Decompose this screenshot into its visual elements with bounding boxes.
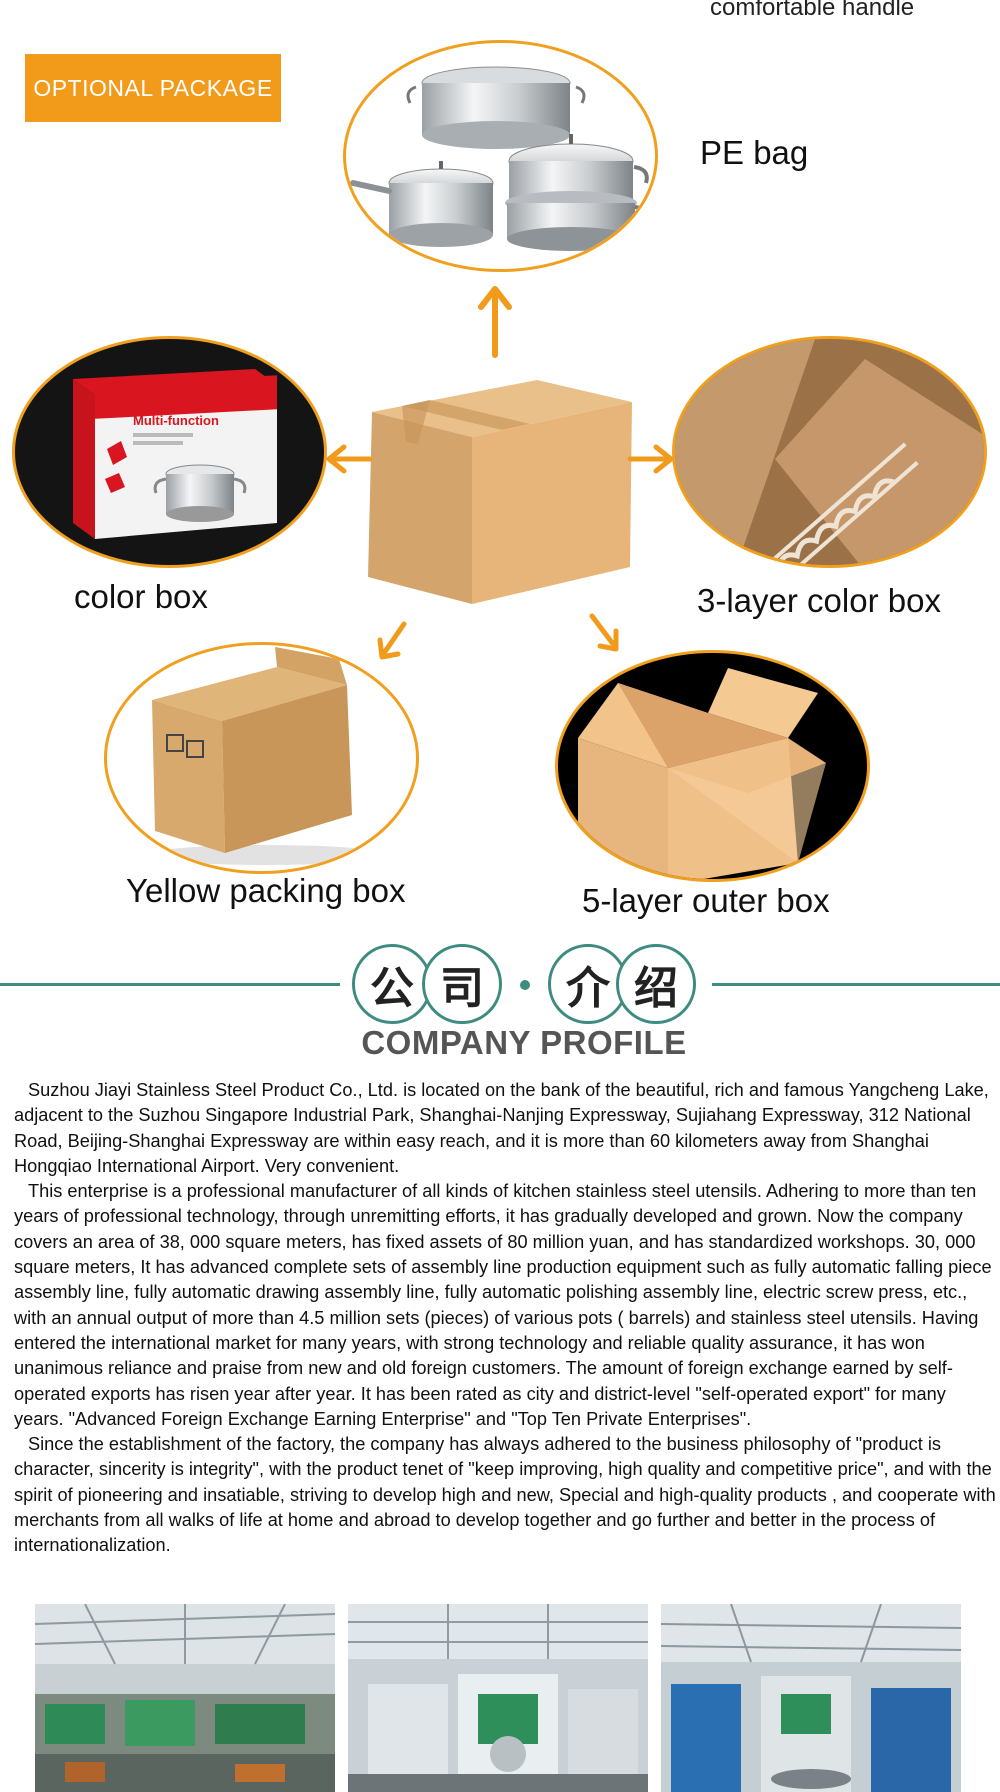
title-char-3: 介 — [548, 944, 628, 1024]
five-layer-outer-box-image — [555, 650, 870, 882]
factory-photo-3 — [661, 1604, 961, 1792]
section-divider-right — [712, 983, 1000, 986]
center-box-image — [368, 380, 632, 604]
factory-photo-1 — [35, 1604, 335, 1792]
yellow-packing-box-label: Yellow packing box — [126, 872, 406, 909]
arrow-right-icon — [627, 444, 674, 474]
optional-package-badge: OPTIONAL PACKAGE — [25, 54, 281, 122]
section-divider-left — [0, 983, 340, 986]
title-separator-dot — [520, 980, 530, 990]
color-box-label: color box — [74, 578, 208, 615]
company-paragraph-1: Suzhou Jiayi Stainless Steel Product Co.… — [14, 1080, 989, 1176]
company-paragraph-3: Since the establishment of the factory, … — [14, 1434, 996, 1556]
pe-bag-image — [343, 40, 658, 272]
arrow-down-right-icon — [589, 613, 619, 652]
arrow-up-icon — [478, 286, 512, 358]
yellow-packing-box-image — [104, 642, 419, 874]
color-box-print-text: Multi-function — [133, 413, 219, 428]
company-paragraph-2: This enterprise is a professional manufa… — [14, 1181, 992, 1429]
company-profile-title: COMPANY PROFILE — [361, 1024, 687, 1061]
pe-bag-label: PE bag — [700, 134, 809, 171]
title-char-1: 公 — [352, 944, 432, 1024]
arrow-left-icon — [326, 444, 373, 474]
company-description: Suzhou Jiayi Stainless Steel Product Co.… — [14, 1078, 996, 1559]
arrow-down-left-icon — [377, 621, 407, 660]
top-cut-caption: comfortable handle — [710, 0, 915, 21]
factory-photo-2 — [348, 1604, 648, 1792]
color-box-image: Multi-function — [12, 336, 327, 568]
title-char-4: 绍 — [616, 944, 696, 1024]
five-layer-outer-box-label: 5-layer outer box — [582, 882, 830, 919]
three-layer-box-image — [672, 336, 987, 568]
title-char-2: 司 — [422, 944, 502, 1024]
three-layer-box-label: 3-layer color box — [697, 582, 941, 619]
